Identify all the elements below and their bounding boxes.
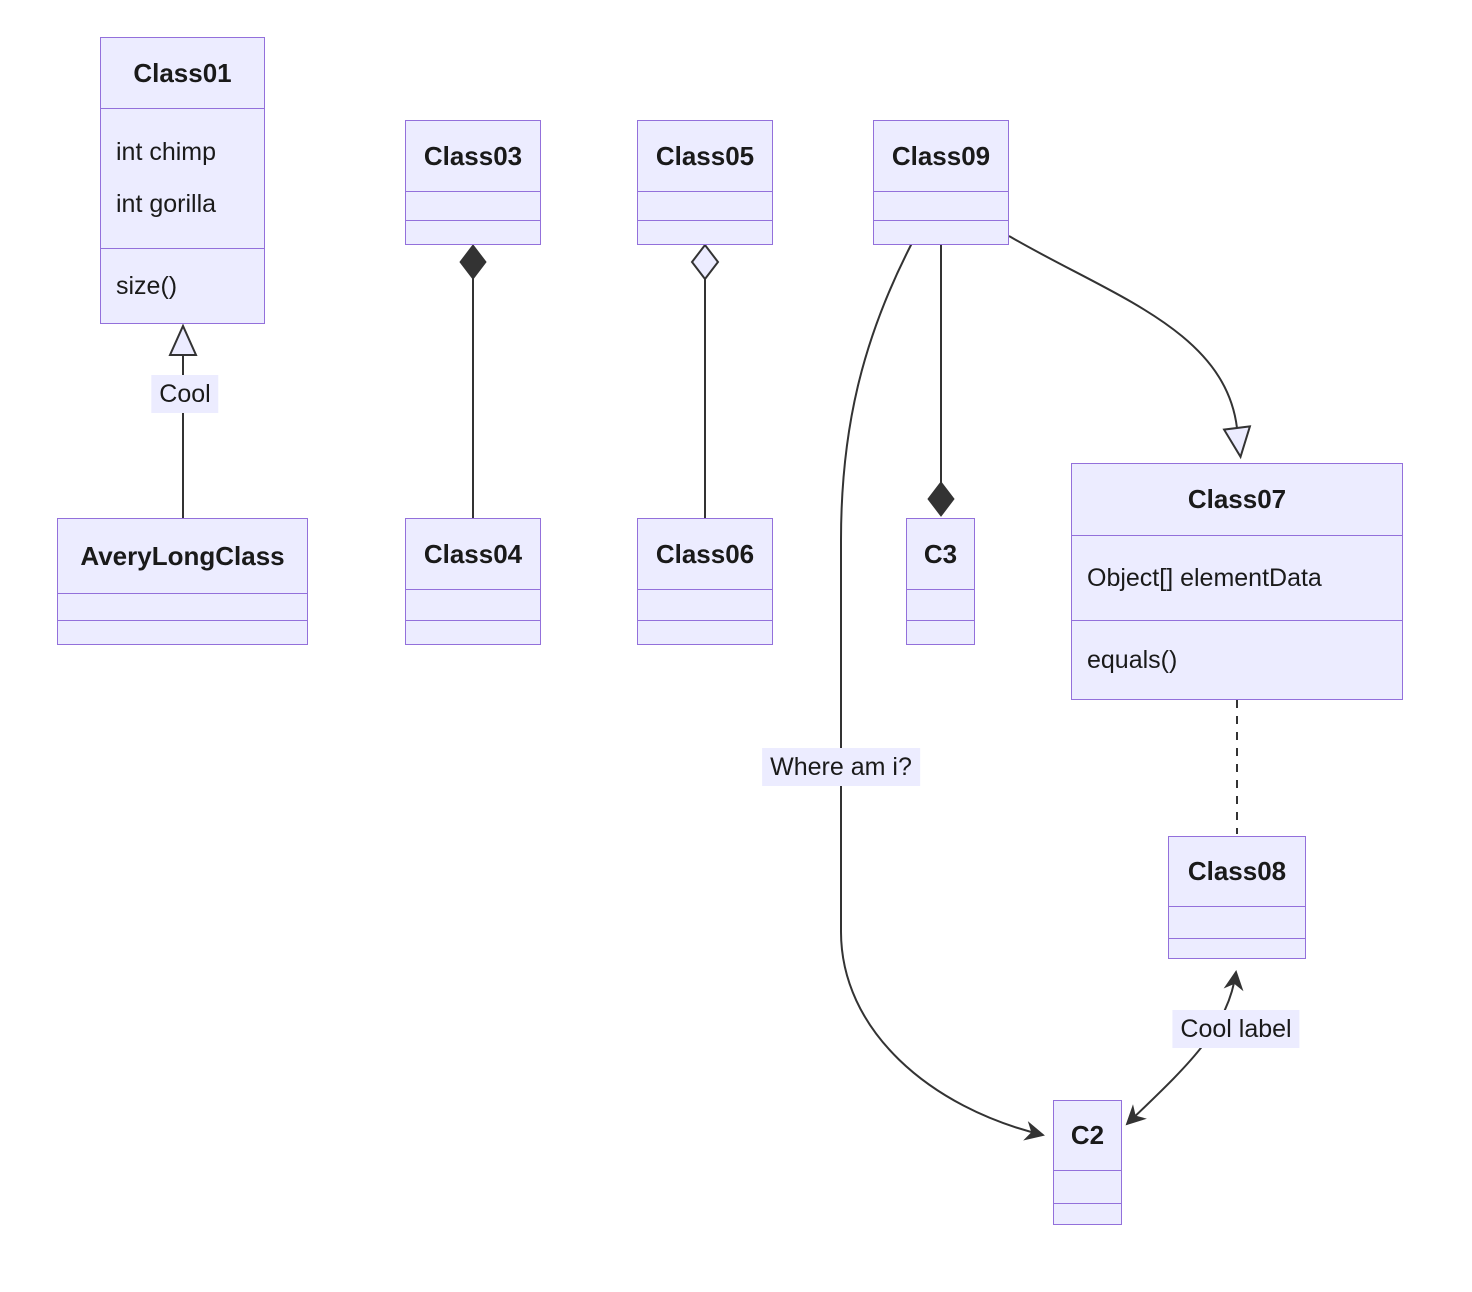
class-title: Class04 (423, 538, 523, 569)
class-box-c2: C2 (1053, 1100, 1122, 1225)
edge-class09-c2 (839, 242, 1045, 1141)
class-box-class04: Class04 (405, 518, 541, 645)
class-attribute: Object[] elementData (1087, 563, 1322, 592)
class-title: AveryLongClass (80, 540, 285, 571)
class-box-class01: Class01 int chimp int gorilla size() (100, 37, 265, 324)
class-attribute: int chimp (116, 138, 217, 166)
class-title: C3 (923, 538, 958, 569)
class-box-class08: Class08 (1168, 836, 1306, 959)
class-box-class03: Class03 (405, 120, 541, 245)
class-method: size() (116, 271, 178, 300)
class-box-c3: C3 (906, 518, 975, 645)
class-box-averylongclass: AveryLongClass (57, 518, 308, 645)
class-box-class09: Class09 (873, 120, 1009, 245)
class-title: Class08 (1187, 856, 1287, 886)
class-title: C2 (1070, 1120, 1105, 1150)
edge-c2-class08 (1125, 970, 1244, 1126)
class-title: Class03 (423, 140, 523, 171)
class-title: Class01 (133, 57, 232, 88)
class-title: Class09 (891, 140, 991, 171)
class-box-class07: Class07 Object[] elementData equals() (1071, 463, 1403, 700)
class-box-class05: Class05 (637, 120, 773, 245)
class-box-class06: Class06 (637, 518, 773, 645)
class-title: Class06 (655, 538, 755, 569)
class-title: Class05 (655, 140, 755, 171)
edge-label-where-am-i: Where am i? (762, 748, 920, 786)
class-attribute: int gorilla (116, 190, 217, 218)
class-title: Class07 (1187, 484, 1287, 514)
class-method: equals() (1087, 645, 1178, 674)
edge-class09-class07 (1008, 235, 1252, 460)
edge-label-cool-label: Cool label (1172, 1010, 1300, 1048)
edge-label-cool: Cool (151, 375, 219, 413)
